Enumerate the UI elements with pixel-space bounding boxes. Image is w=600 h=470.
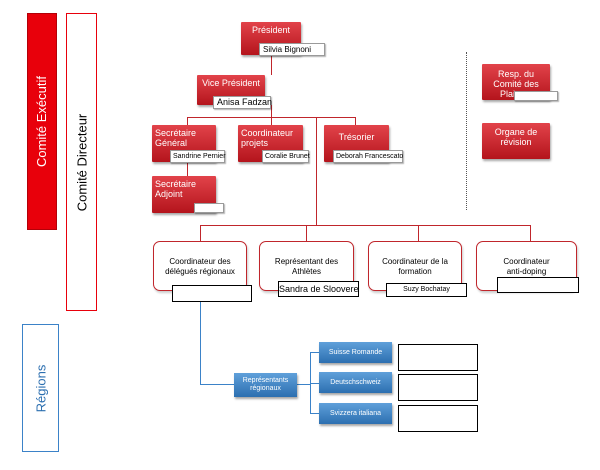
region-connector-line: [297, 384, 310, 385]
connector-line: [355, 117, 356, 125]
representants-regionaux-box: Représentants régionaux: [234, 373, 297, 397]
coordinateur-delegues-name: [172, 285, 252, 302]
connector-line: [187, 117, 188, 125]
coordinateur-delegues-title: Coordinateur des délégués régionaux: [165, 257, 235, 276]
comite-directeur-label: Comité Directeur: [74, 113, 89, 211]
secretaire-general-title: Secrétaire Général: [155, 128, 197, 148]
connector-line: [271, 117, 272, 125]
vice-president-name: Anisa Fadzan: [213, 96, 272, 109]
region-suisse-romande-label: Suisse Romande: [328, 348, 383, 356]
region-svizzera-italiana-name: [398, 405, 478, 432]
representants-regionaux-label: Représentants régionaux: [242, 377, 289, 392]
secretaire-adjoint-name: [194, 203, 224, 213]
comite-executif-label-box: Comité Exécutif: [27, 13, 57, 230]
region-suisse-romande-name: [398, 344, 478, 371]
coordinateur-formation-name: Suzy Bochatay: [386, 283, 467, 297]
region-connector-line: [310, 413, 319, 414]
organe-revision-title: Organe de révision: [494, 127, 538, 147]
regions-label: Régions: [33, 364, 49, 412]
coordinateur-projets-title: Coordinateur projets: [241, 128, 294, 148]
region-connector-line: [310, 352, 311, 413]
connector-line: [200, 225, 201, 241]
coordinateur-formation-title: Coordinateur de la formation: [382, 257, 448, 276]
representant-athletes-title: Représentant des Athlètes: [274, 257, 339, 276]
president-title: Président: [251, 25, 291, 35]
connector-line: [200, 225, 531, 226]
region-deutschschweiz-label: Deutschschweiz: [330, 378, 381, 386]
region-connector-line: [310, 352, 319, 353]
resp-plaintes-name: [514, 91, 558, 101]
secretaire-adjoint-title: Secrétaire Adjoint: [155, 179, 197, 199]
connector-line: [530, 225, 531, 241]
connector-line: [316, 117, 317, 225]
representant-athletes-name: Sandra de Sloovere: [278, 281, 359, 297]
region-suisse-romande: Suisse Romande: [319, 342, 392, 363]
coordinateur-antidoping-title: Coordinateur anti-doping: [503, 257, 550, 276]
connector-line: [271, 105, 272, 117]
region-connector-line: [200, 384, 234, 385]
secretaire-general-name: Sandrine Pernier: [170, 150, 226, 163]
coordinateur-antidoping-name: [497, 277, 579, 293]
region-deutschschweiz: Deutschschweiz: [319, 372, 392, 393]
coordinateur-formation-box: Coordinateur de la formation: [368, 241, 462, 291]
connector-line: [271, 55, 272, 75]
region-connector-line: [200, 298, 201, 384]
president-name: Silvia Bignoni: [259, 43, 325, 56]
connector-line: [187, 162, 188, 176]
coordinateur-projets-name: Coralie Brunet: [262, 150, 310, 163]
dotted-separator: [466, 52, 467, 210]
vice-president-title: Vice Président: [202, 78, 260, 88]
connector-line: [306, 225, 307, 241]
region-svizzera-italiana: Svizzera italiana: [319, 403, 392, 424]
organe-revision-box: Organe de révision: [482, 123, 550, 159]
connector-line: [418, 225, 419, 241]
region-connector-line: [310, 383, 319, 384]
region-svizzera-italiana-label: Svizzera italiana: [330, 409, 381, 417]
coordinateur-delegues-box: Coordinateur des délégués régionaux: [153, 241, 247, 291]
region-deutschschweiz-name: [398, 374, 478, 401]
regions-label-box: Régions: [22, 324, 59, 452]
tresorier-title: Trésorier: [338, 132, 375, 142]
tresorier-name: Deborah Francescato: [333, 150, 403, 163]
comite-executif-label: Comité Exécutif: [34, 75, 50, 168]
comite-directeur-label-box: Comité Directeur: [66, 13, 97, 311]
